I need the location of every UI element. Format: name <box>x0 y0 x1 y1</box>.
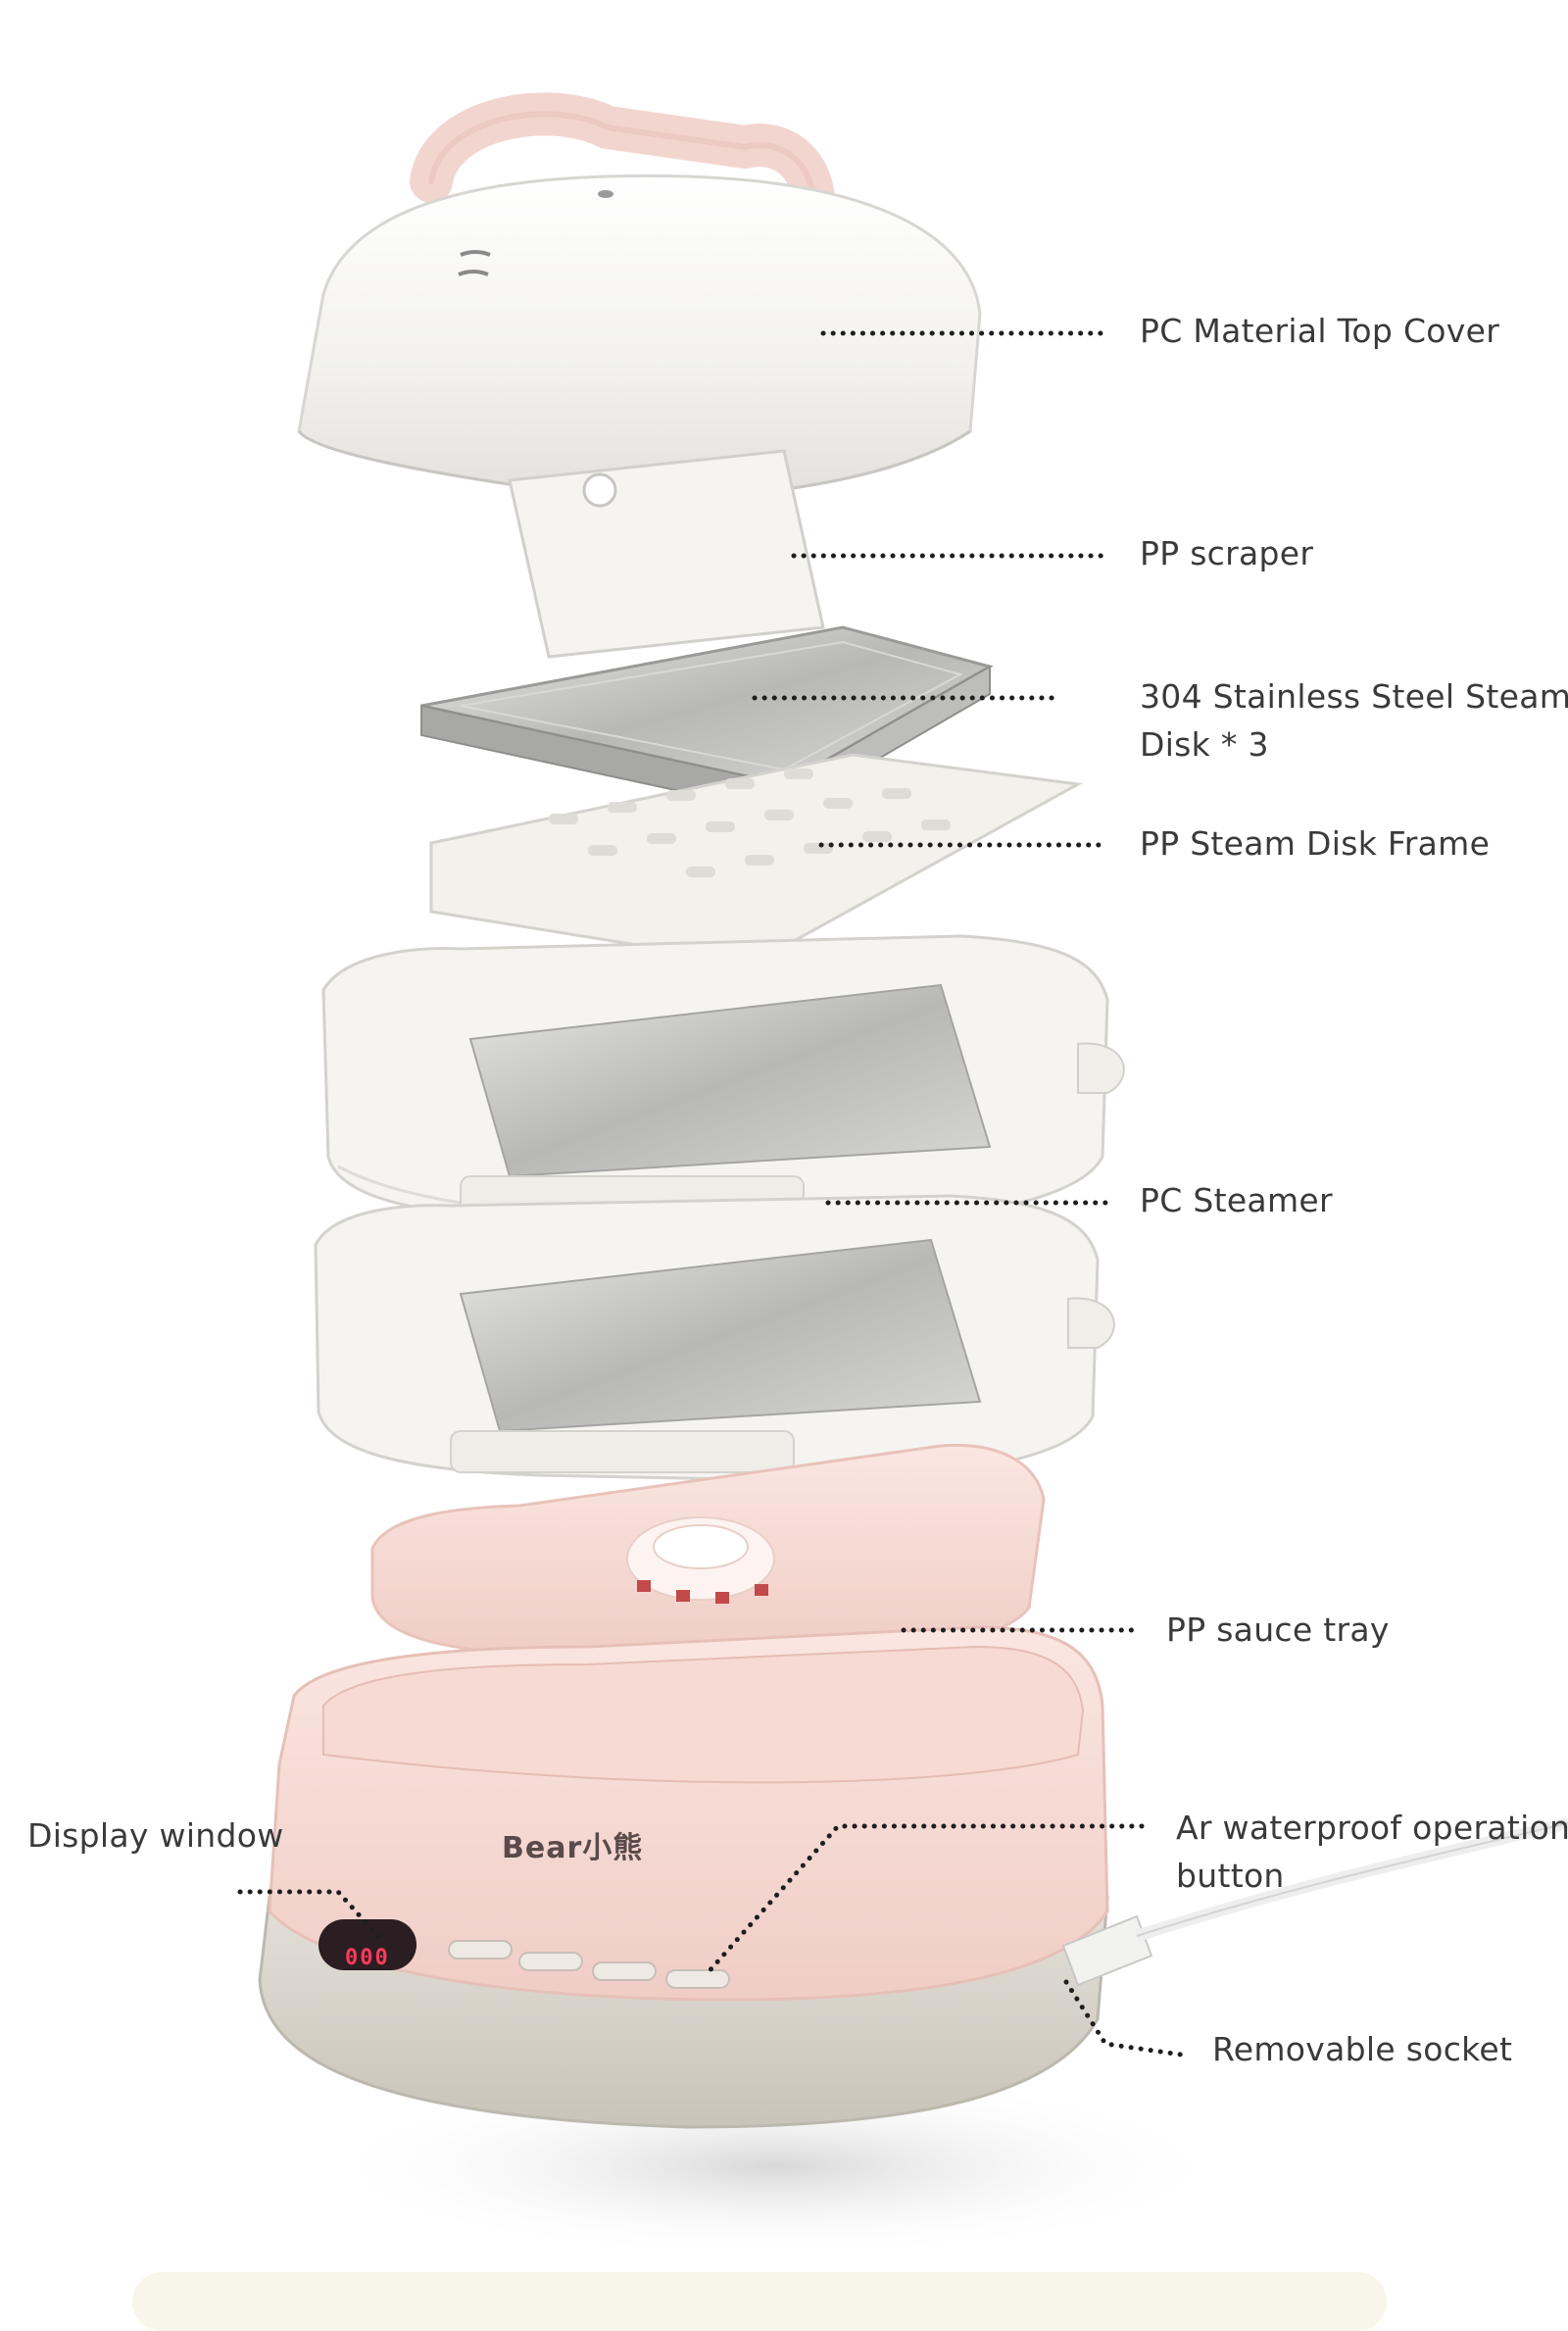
callout-removable-socket-text: Removable socket <box>1212 2030 1513 2068</box>
callout-steam-disk-line2: Disk * 3 <box>1140 725 1269 764</box>
callout-sauce-tray: PP sauce tray <box>1166 1606 1390 1654</box>
leader-display-window <box>237 1889 387 1946</box>
bottom-banner <box>132 2272 1387 2331</box>
callout-top-cover: PC Material Top Cover <box>1140 307 1499 355</box>
leader-operation-button <box>703 1823 1145 1978</box>
pc-steamer-upper <box>321 934 1125 1227</box>
callout-top-cover-text: PC Material Top Cover <box>1140 312 1500 350</box>
callout-steam-disk-line1: 304 Stainless Steel Steam <box>1140 677 1568 716</box>
display-readout: 000 <box>345 1946 390 1970</box>
brand-logo: Bear小熊 <box>502 1831 644 1865</box>
callout-steam-disk-frame-text: PP Steam Disk Frame <box>1140 824 1491 863</box>
callout-scraper-text: PP scraper <box>1140 534 1314 572</box>
callout-pc-steamer: PC Steamer <box>1140 1176 1333 1224</box>
callout-display-window: Display window <box>27 1811 284 1860</box>
callout-scraper: PP scraper <box>1140 529 1313 577</box>
leader-lines <box>237 330 1184 2058</box>
callout-operation-button-line2: button <box>1176 1857 1285 1895</box>
steam-disk-frame <box>429 753 1083 972</box>
top-cover <box>297 92 982 499</box>
callout-steam-disk-frame: PP Steam Disk Frame <box>1140 819 1490 868</box>
callout-sauce-tray-text: PP sauce tray <box>1166 1611 1390 1649</box>
base-unit <box>258 1625 1568 2259</box>
callout-pc-steamer-text: PC Steamer <box>1140 1181 1333 1219</box>
callout-display-window-text: Display window <box>27 1816 284 1855</box>
callout-operation-button-line1: Ar waterproof operation <box>1176 1809 1568 1847</box>
callout-operation-button: Ar waterproof operation button <box>1176 1804 1568 1900</box>
callout-steam-disk: 304 Stainless Steel Steam Disk * 3 <box>1140 672 1568 769</box>
pp-scraper <box>508 449 825 659</box>
pc-steamer-lower <box>314 1194 1115 1482</box>
callout-removable-socket: Removable socket <box>1212 2025 1512 2073</box>
